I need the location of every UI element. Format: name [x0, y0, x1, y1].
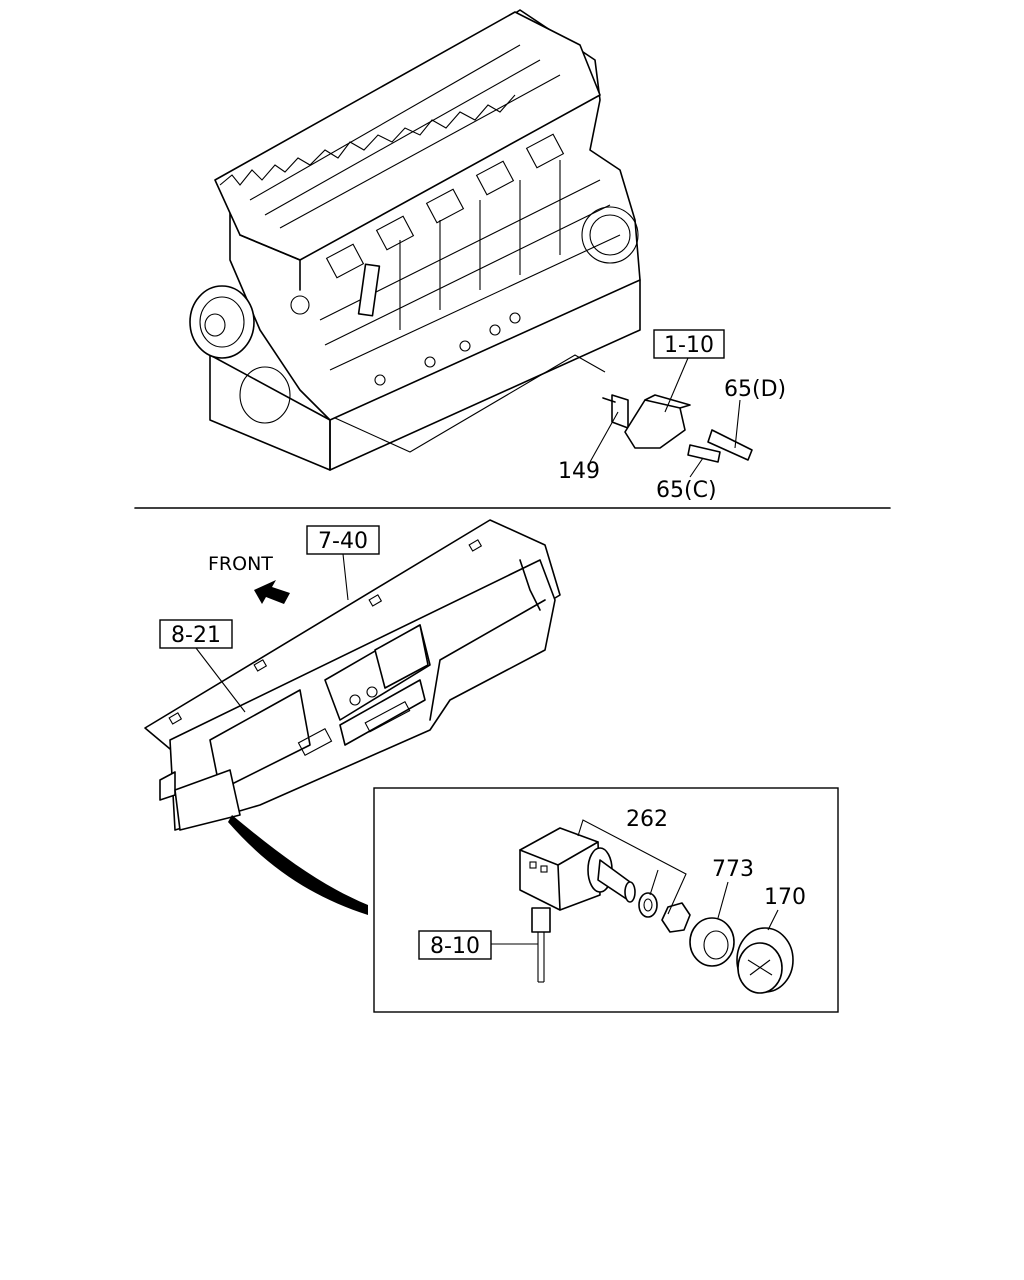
part-773-text: 773: [712, 857, 754, 882]
crank-pulley-icon: [189, 285, 291, 424]
part-149-text: 149: [558, 459, 600, 484]
dashboard-illustration: [144, 519, 561, 831]
ref-8-10-text: 8-10: [430, 934, 480, 959]
front-arrow-icon: [254, 580, 290, 604]
engine-block-illustration: [189, 9, 641, 471]
label-ref-8-10: 8-10: [418, 930, 492, 960]
detail-callout-leader: [228, 815, 368, 915]
label-ref-7-40: 7-40: [306, 525, 380, 555]
label-ref-1-10: 1-10: [653, 329, 725, 359]
ref-7-40-text: 7-40: [318, 529, 368, 554]
bulb-illustration: [531, 907, 551, 983]
part-65d-text: 65(D): [724, 377, 786, 402]
part-65c-text: 65(C): [656, 478, 717, 503]
mounting-bracket-illustration: [602, 394, 753, 463]
part-262-text: 262: [626, 807, 668, 832]
front-text: FRONT: [208, 553, 273, 575]
label-ref-8-21: 8-21: [159, 619, 233, 649]
front-direction-indicator: FRONT: [208, 553, 290, 604]
part-170-text: 170: [764, 885, 806, 910]
ref-1-10-text: 1-10: [664, 333, 714, 358]
switch-assembly-illustration: [519, 827, 794, 994]
ref-8-21-text: 8-21: [171, 623, 221, 648]
